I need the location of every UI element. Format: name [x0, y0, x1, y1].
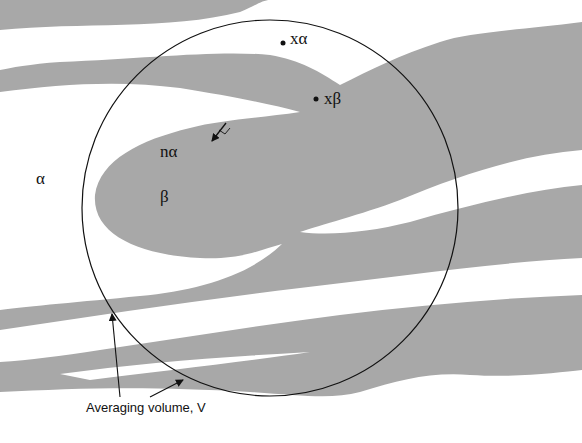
averaging-volume-circle — [82, 20, 458, 396]
leader-arrow — [150, 380, 183, 397]
normal-label: nα — [160, 143, 177, 162]
point-label: xα — [290, 30, 307, 49]
normal-vector — [212, 123, 226, 141]
point-x-beta — [314, 97, 319, 102]
phase-label: β — [160, 188, 169, 207]
volume-label: Averaging volume, V — [86, 401, 206, 415]
point-x-alpha — [281, 41, 286, 46]
point-label: xβ — [324, 90, 341, 109]
right-angle-mark — [219, 128, 230, 134]
phase-label: α — [36, 170, 45, 189]
leader-arrow — [112, 314, 120, 397]
